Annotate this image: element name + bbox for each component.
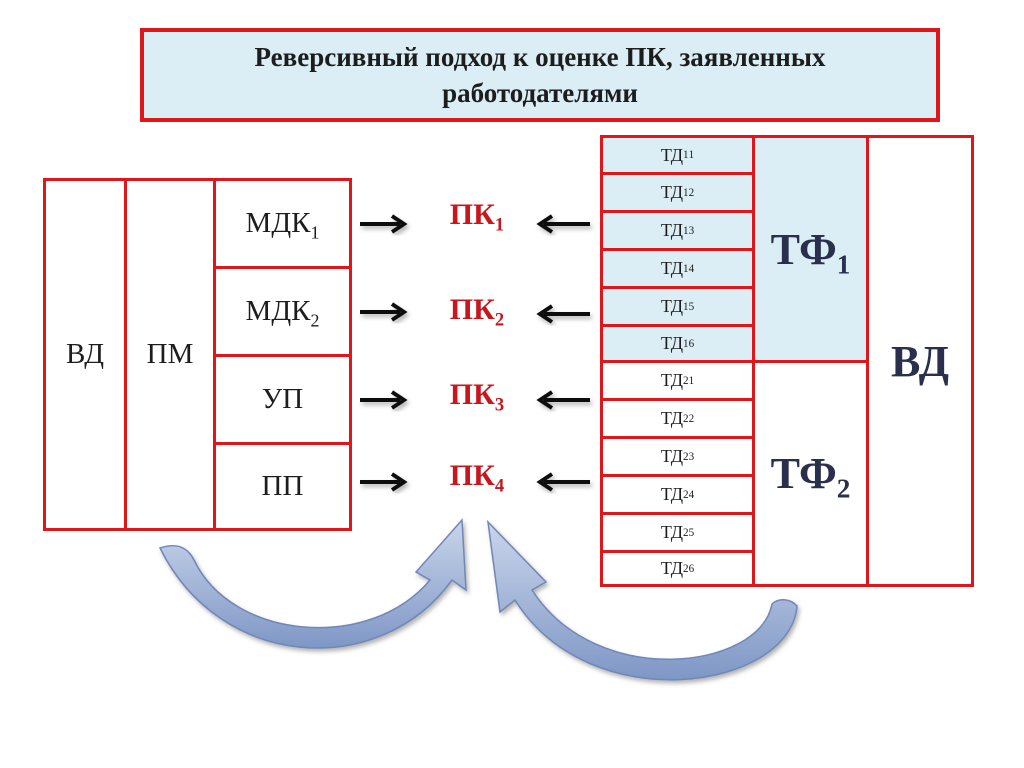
- left-vd-label: ВД: [65, 338, 105, 370]
- page-title: Реверсивный подход к оценке ПК, заявленн…: [140, 28, 940, 122]
- arrow-left-icon: [536, 472, 590, 492]
- tf2-cell: ТФ2: [752, 360, 869, 587]
- curved-arrow-icon: [486, 519, 798, 681]
- curved-arrow-icon: [158, 518, 467, 649]
- pk3-label: ПК3: [449, 378, 505, 416]
- title-line-2: работодателями: [442, 78, 638, 108]
- arrow-right-icon: [360, 472, 408, 492]
- arrow-left-icon: [536, 304, 590, 324]
- right-vd-label: ВД: [891, 336, 949, 386]
- pp-cell: ПП: [213, 442, 352, 531]
- arrow-left-icon: [536, 390, 590, 410]
- tf1-label: ТФ1: [770, 224, 851, 280]
- mdk1-label: МДК1: [245, 207, 320, 243]
- pk1-label: ПК1: [449, 198, 505, 236]
- arrow-right-icon: [360, 390, 408, 410]
- pk4-label: ПК4: [449, 459, 505, 497]
- pp-label: ПП: [261, 470, 304, 502]
- arrow-right-icon: [360, 302, 408, 322]
- title-line-1: Реверсивный подход к оценке ПК, заявленн…: [254, 42, 826, 72]
- arrow-left-icon: [536, 214, 590, 234]
- mdk2-label: МДК2: [245, 295, 320, 331]
- pm-label: ПМ: [146, 338, 194, 370]
- right-vd-cell: ВД: [866, 135, 974, 587]
- up-label: УП: [261, 383, 304, 415]
- tf2-label: ТФ2: [770, 449, 851, 504]
- pk2-label: ПК2: [449, 293, 505, 331]
- pm-cell: ПМ: [124, 178, 216, 531]
- arrow-right-icon: [360, 214, 408, 234]
- up-cell: УП: [213, 354, 352, 445]
